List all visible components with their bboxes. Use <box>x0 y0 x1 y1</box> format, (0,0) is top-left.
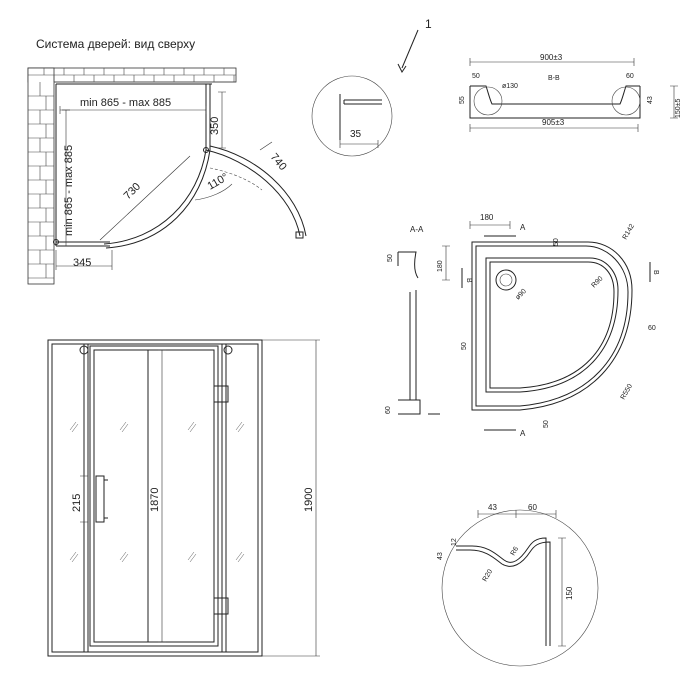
bb-label: B-B <box>548 75 560 82</box>
tray-marker-b-right: B <box>652 270 659 275</box>
drawing-title: Система дверей: вид сверху <box>36 37 195 51</box>
detail-1: 1 35 <box>311 17 432 157</box>
bb-diameter: ø130 <box>502 83 518 90</box>
top-view-radius-inner: 730 <box>122 181 143 202</box>
top-view-offset-left: 345 <box>73 257 91 269</box>
tray-right-rim: 60 <box>648 325 656 332</box>
top-view-depth: min 865 - max 885 <box>63 145 75 236</box>
brick-wall <box>27 67 237 285</box>
bb-rim: 43 <box>647 96 654 104</box>
tray-marker-a-top: A <box>520 223 526 232</box>
front-view: 215 1870 1900 <box>47 339 320 657</box>
section-bb: 900±3 B-B 50 ø130 60 905±3 55 43 150±5 <box>459 53 682 132</box>
detail-profile: 43 60 43 12 R6 R20 150 <box>437 503 599 667</box>
profile-h1: 43 <box>437 552 444 560</box>
bb-bottom-width: 905±3 <box>542 118 565 127</box>
bb-right-edge: 60 <box>626 73 634 80</box>
section-aa: A-A 50 60 <box>385 225 440 415</box>
profile-r2: R20 <box>482 568 495 583</box>
tray-plan: 180 A 50 R142 R90 ø90 180 B B 60 50 R550… <box>437 213 659 438</box>
tray-outer-r: R550 <box>620 383 634 401</box>
profile-w1: 43 <box>488 503 497 512</box>
top-view-radius-outer: 740 <box>268 151 289 173</box>
profile-height: 150 <box>565 586 574 600</box>
tray-left-rim: 50 <box>461 342 468 350</box>
callout-number: 1 <box>425 17 432 31</box>
front-door-height: 1870 <box>149 488 161 512</box>
aa-bottom: 60 <box>385 406 392 414</box>
profile-h2: 12 <box>451 538 458 546</box>
tray-marker-a-bottom: A <box>520 429 526 438</box>
tray-drain: ø90 <box>514 288 528 302</box>
tray-top-offset: 180 <box>480 213 494 222</box>
aa-label: A-A <box>410 225 424 234</box>
top-view-width: min 865 - max 885 <box>80 97 171 109</box>
tray-corner-r: R142 <box>622 223 636 241</box>
front-handle: 215 <box>71 494 83 512</box>
aa-top: 50 <box>387 254 394 262</box>
tray-bottom-rim: 50 <box>543 420 550 428</box>
profile-r1: R6 <box>510 546 521 557</box>
bb-top-width: 900±3 <box>540 53 563 62</box>
bb-height: 150±5 <box>675 98 682 118</box>
bb-depth: 55 <box>459 96 466 104</box>
top-view-offset-right: 350 <box>209 117 221 135</box>
tray-left-side: 180 <box>437 260 444 272</box>
detail-1-dim: 35 <box>350 129 362 140</box>
front-total-height: 1900 <box>303 488 315 512</box>
tray-drain-r: R90 <box>590 275 604 289</box>
tray-marker-b-left: B <box>465 278 472 283</box>
top-view: min 865 - max 885 min 865 - max 885 350 … <box>27 67 307 285</box>
top-view-angle: 110° <box>206 171 231 192</box>
profile-w2: 60 <box>528 503 537 512</box>
bb-left-edge: 50 <box>472 73 480 80</box>
